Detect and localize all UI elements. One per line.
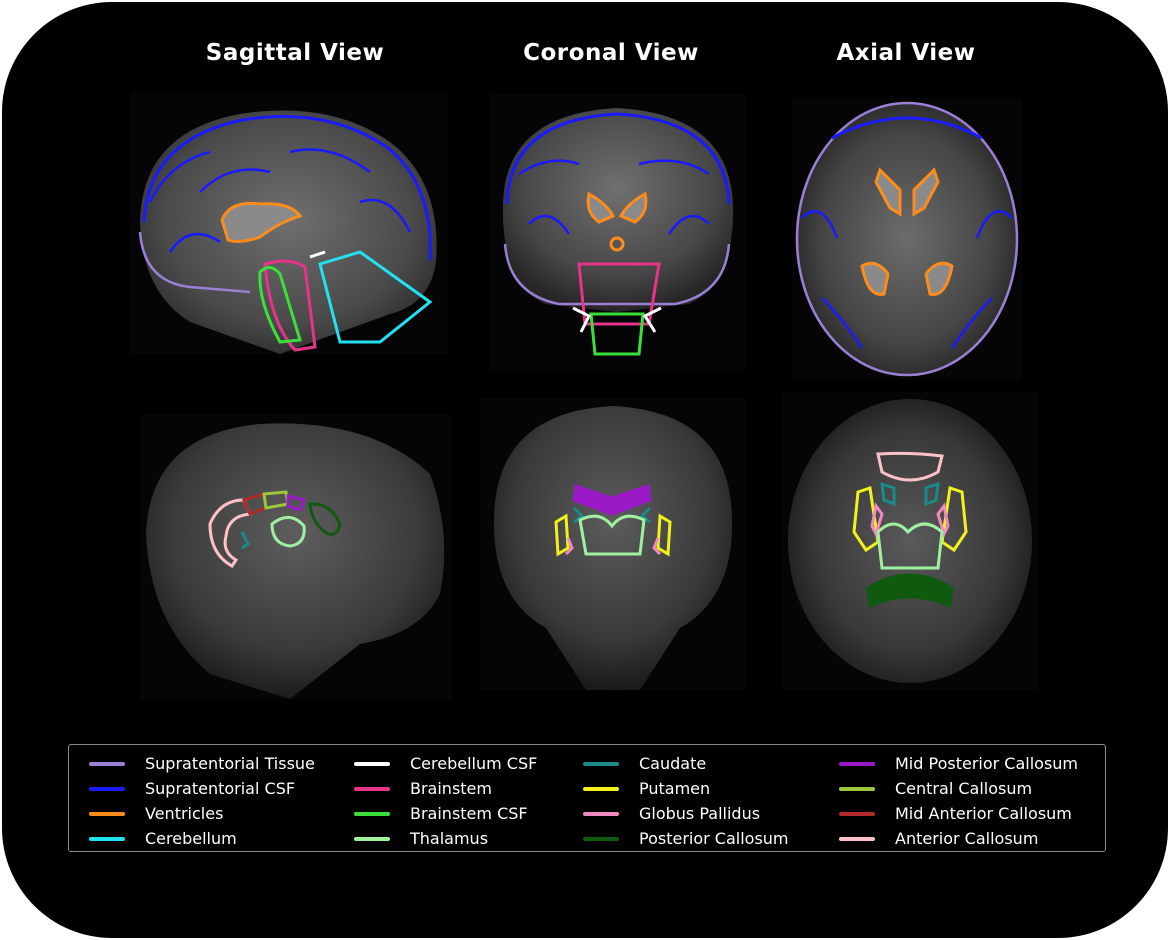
sagittal-top-image — [138, 110, 437, 354]
legend-swatch — [89, 786, 125, 791]
sagittal-view-title: Sagittal View — [205, 40, 385, 66]
legend-label: Supratentorial Tissue — [145, 754, 315, 773]
legend-label: Ventricles — [145, 804, 224, 823]
legend: Supratentorial Tissue Supratentorial CSF… — [68, 744, 1106, 852]
legend-label: Anterior Callosum — [895, 829, 1039, 848]
axial-mri-bottom — [782, 392, 1038, 690]
legend-label: Cerebellum CSF — [410, 754, 538, 773]
legend-column-3: Caudate Putamen Globus Pallidus Posterio… — [583, 751, 789, 851]
legend-swatch — [839, 786, 875, 791]
legend-item: Putamen — [583, 776, 789, 801]
legend-swatch — [839, 761, 875, 766]
sagittal-mri-bottom — [140, 414, 452, 699]
legend-label: Caudate — [639, 754, 707, 773]
legend-swatch — [354, 786, 390, 791]
legend-item: Supratentorial Tissue — [89, 751, 315, 776]
legend-swatch — [89, 761, 125, 766]
legend-column-1: Supratentorial Tissue Supratentorial CSF… — [89, 751, 315, 851]
sagittal-mri-top — [130, 92, 448, 354]
legend-label: Brainstem — [410, 779, 492, 798]
axial-top-image — [795, 101, 1019, 377]
legend-swatch — [839, 811, 875, 816]
legend-item: Mid Posterior Callosum — [839, 751, 1078, 776]
legend-label: Mid Anterior Callosum — [895, 804, 1072, 823]
legend-item: Anterior Callosum — [839, 826, 1078, 851]
legend-column-2: Cerebellum CSF Brainstem Brainstem CSF T… — [354, 751, 537, 851]
legend-label: Putamen — [639, 779, 711, 798]
legend-swatch — [583, 761, 619, 766]
axial-bottom-image — [788, 399, 1032, 683]
legend-item: Central Callosum — [839, 776, 1078, 801]
legend-swatch — [583, 786, 619, 791]
legend-swatch — [839, 836, 875, 841]
sagittal-bottom-image — [146, 423, 445, 699]
axial-mri-top — [792, 98, 1022, 380]
legend-swatch — [354, 811, 390, 816]
legend-swatch — [354, 836, 390, 841]
legend-item: Brainstem CSF — [354, 801, 537, 826]
legend-item: Ventricles — [89, 801, 315, 826]
legend-label: Thalamus — [410, 829, 489, 848]
legend-label: Central Callosum — [895, 779, 1033, 798]
legend-swatch — [89, 811, 125, 816]
legend-item: Brainstem — [354, 776, 537, 801]
legend-item: Globus Pallidus — [583, 801, 789, 826]
legend-label: Supratentorial CSF — [145, 779, 296, 798]
legend-swatch — [583, 836, 619, 841]
coronal-top-image — [502, 108, 734, 356]
legend-item: Supratentorial CSF — [89, 776, 315, 801]
legend-label: Cerebellum — [145, 829, 237, 848]
legend-item: Mid Anterior Callosum — [839, 801, 1078, 826]
legend-item: Thalamus — [354, 826, 537, 851]
legend-item: Posterior Callosum — [583, 826, 789, 851]
legend-item: Caudate — [583, 751, 789, 776]
legend-item: Cerebellum — [89, 826, 315, 851]
legend-swatch — [583, 811, 619, 816]
legend-column-4: Mid Posterior Callosum Central Callosum … — [839, 751, 1078, 851]
legend-item: Cerebellum CSF — [354, 751, 537, 776]
legend-label: Posterior Callosum — [639, 829, 789, 848]
coronal-view-title: Coronal View — [523, 40, 699, 66]
coronal-bottom-image — [493, 406, 733, 690]
legend-swatch — [354, 761, 390, 766]
axial-view-title: Axial View — [836, 40, 976, 66]
legend-swatch — [89, 836, 125, 841]
legend-label: Mid Posterior Callosum — [895, 754, 1079, 773]
coronal-mri-bottom — [480, 398, 746, 690]
legend-label: Globus Pallidus — [639, 804, 761, 823]
legend-label: Brainstem CSF — [410, 804, 528, 823]
coronal-mri-top — [489, 94, 745, 371]
